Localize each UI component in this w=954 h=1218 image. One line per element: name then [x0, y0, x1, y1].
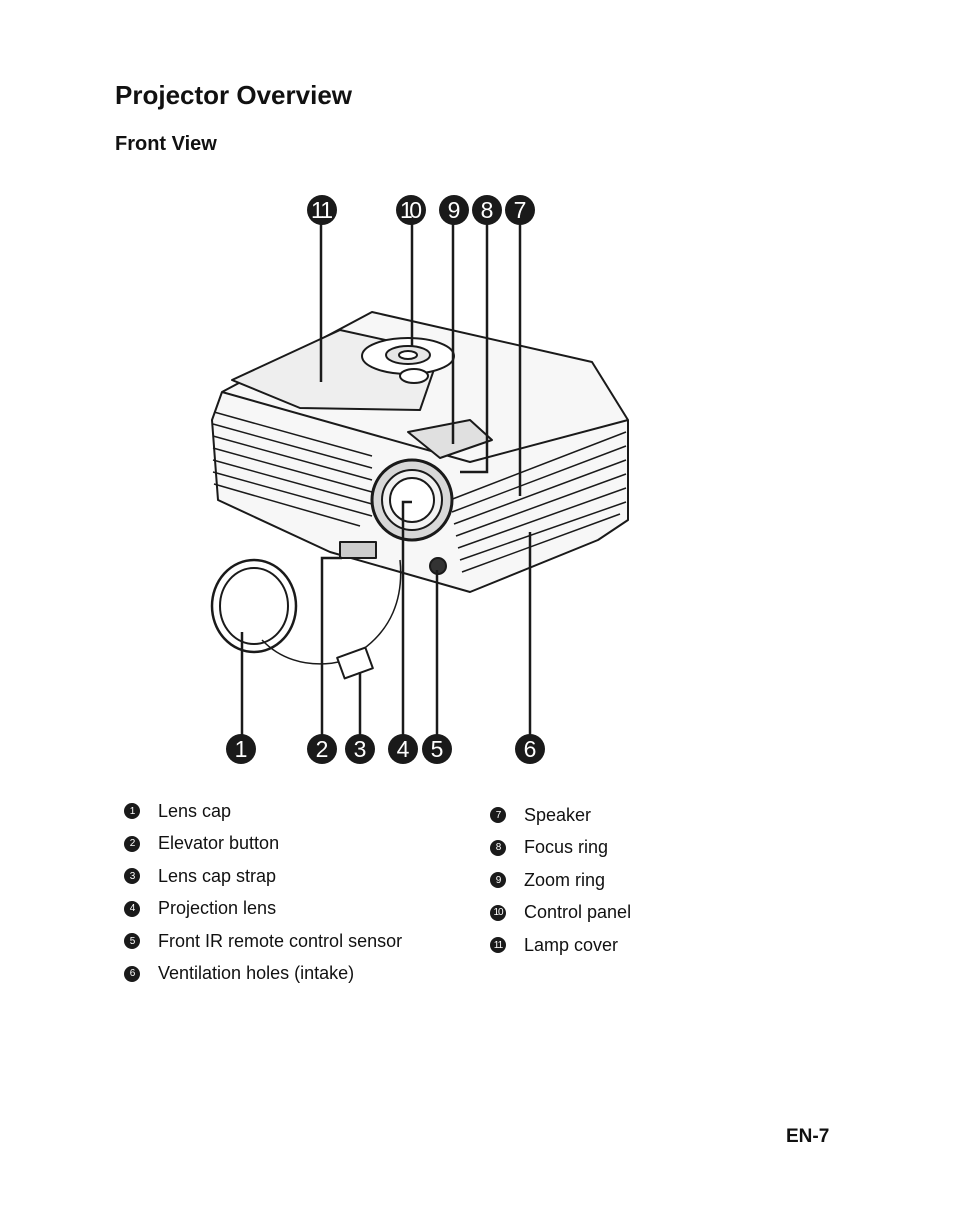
projection-lens-drawing — [370, 458, 454, 542]
number-badge: 3 — [124, 868, 140, 885]
number-badge: 8 — [490, 839, 506, 856]
legend-label: Control panel — [524, 902, 632, 923]
legend-label: Ventilation holes (intake) — [158, 963, 355, 984]
legend-label: Zoom ring — [524, 869, 606, 890]
svg-text:4: 4 — [397, 736, 410, 762]
legend-label: Elevator button — [158, 833, 280, 854]
legend-item: 9 Zoom ring — [490, 864, 631, 897]
number-badge: 7 — [490, 807, 506, 824]
legend-label: Front IR remote control sensor — [158, 930, 403, 951]
number-badge: 2 — [124, 835, 140, 852]
legend-label: Lamp cover — [524, 934, 619, 955]
svg-text:1: 1 — [235, 736, 248, 762]
legend-item: 8 Focus ring — [490, 832, 631, 865]
left-ventilation-grille — [212, 411, 373, 527]
legend-item: 5 Front IR remote control sensor — [124, 925, 402, 958]
callout-5: 5 — [422, 734, 452, 764]
callout-2: 2 — [307, 734, 337, 764]
legend-item: 2 Elevator button — [124, 828, 402, 861]
legend-item: 6 Ventilation holes (intake) — [124, 958, 402, 991]
legend-label: Speaker — [524, 804, 592, 825]
callout-1: 1 — [226, 734, 256, 764]
legend-label: Lens cap strap — [158, 865, 277, 886]
callout-8: 8 — [472, 195, 502, 225]
elevator-button-drawing — [339, 541, 377, 559]
number-badge: 11 — [490, 937, 506, 954]
number-badge: 10 — [490, 904, 506, 921]
right-ventilation-grille — [449, 431, 627, 573]
svg-text:2: 2 — [316, 736, 329, 762]
page-number: EN-7 — [786, 1126, 830, 1147]
legend-item: 11 Lamp cover — [490, 929, 631, 962]
projector-top-edge — [221, 391, 629, 463]
svg-text:5: 5 — [431, 736, 444, 762]
number-badge: 5 — [124, 933, 140, 950]
zoom-ring-drawing — [407, 419, 493, 459]
svg-text:6: 6 — [524, 736, 537, 762]
legend-item: 10 Control panel — [490, 897, 631, 930]
svg-text:3: 3 — [354, 736, 367, 762]
legend-item: 3 Lens cap strap — [124, 860, 402, 893]
callout-10: 10 — [396, 195, 426, 225]
legend-item: 1 Lens cap — [124, 795, 402, 828]
callout-11: 11 — [307, 195, 337, 225]
callout-4: 4 — [388, 734, 418, 764]
svg-text:10: 10 — [400, 197, 422, 223]
legend-right: 7 Speaker 8 Focus ring 9 Zoom ring 10 Contro… — [490, 799, 631, 962]
legend-item: 4 Projection lens — [124, 893, 402, 926]
callout-9: 9 — [439, 195, 469, 225]
leader-lines — [240, 224, 532, 735]
legend-label: Projection lens — [158, 898, 277, 919]
callout-7: 7 — [505, 195, 535, 225]
page-title: Projector Overview — [115, 80, 352, 110]
projector-front-view-diagram: 1 2 3 4 5 6 7 8 9 10 11 — [210, 195, 629, 764]
number-badge: 1 — [124, 803, 140, 820]
legend-label: Focus ring — [524, 837, 609, 858]
control-panel-drawing — [361, 337, 455, 384]
section-title: Front View — [115, 133, 217, 155]
lens-cap-drawing — [210, 558, 298, 654]
svg-text:8: 8 — [481, 197, 494, 223]
legend-label: Lens cap — [158, 800, 232, 821]
legend-left: 1 Lens cap 2 Elevator button 3 Lens cap str… — [124, 795, 402, 990]
svg-text:7: 7 — [514, 197, 527, 223]
svg-text:9: 9 — [448, 197, 461, 223]
number-badge: 6 — [124, 965, 140, 982]
svg-text:11: 11 — [311, 197, 333, 223]
callout-badges: 1 2 3 4 5 6 7 8 9 10 11 — [226, 195, 545, 764]
callout-6: 6 — [515, 734, 545, 764]
callout-3: 3 — [345, 734, 375, 764]
number-badge: 4 — [124, 900, 140, 917]
legend-item: 7 Speaker — [490, 799, 631, 832]
number-badge: 9 — [490, 872, 506, 889]
